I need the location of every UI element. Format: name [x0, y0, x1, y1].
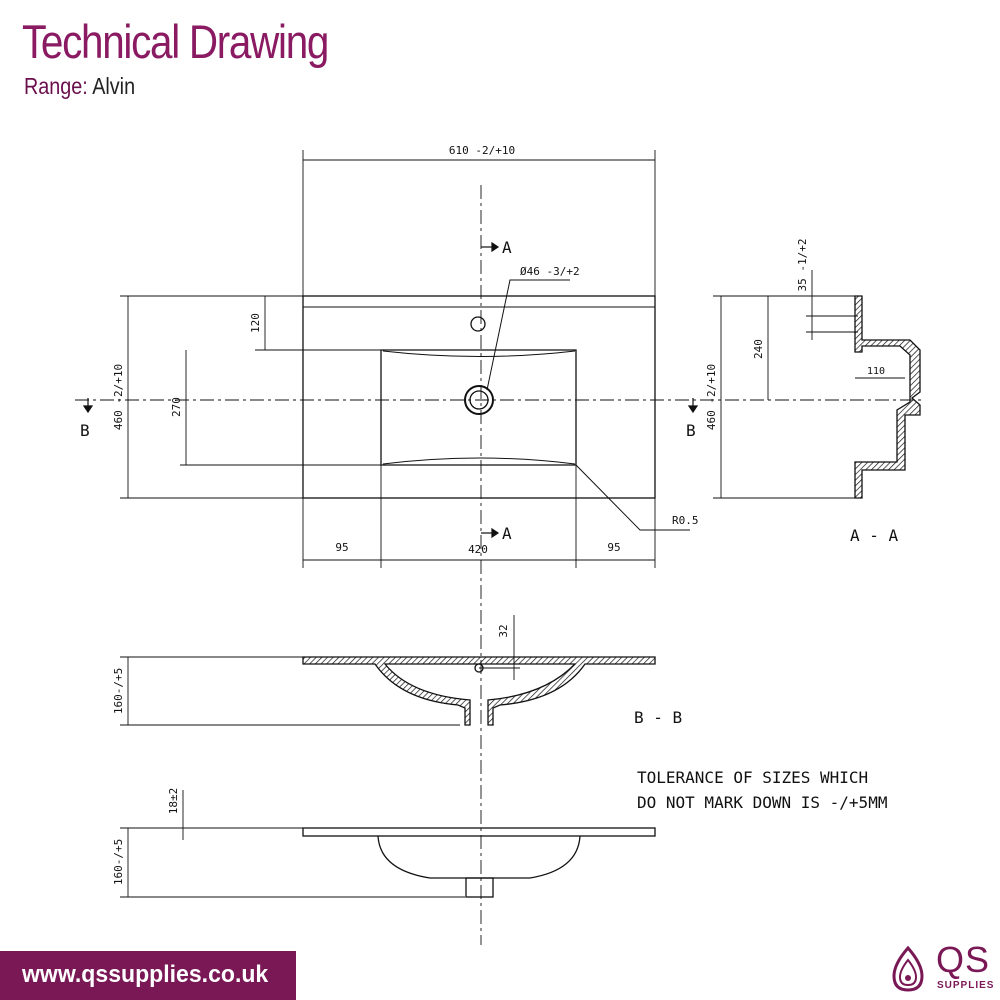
side-bowl: [377, 835, 581, 879]
range-label: Range:: [24, 73, 88, 99]
radius-leader: [575, 464, 690, 531]
dim-right-margin: 95: [607, 541, 620, 554]
dim-lip: 18±2: [167, 788, 180, 815]
dim-rim: 35 -1/+2: [796, 239, 809, 292]
bb-profile: [302, 656, 656, 726]
dim-bowl-depth: 270: [170, 397, 183, 417]
dim-height-bb: 160-/+5: [112, 668, 125, 714]
marker-b-left: B: [80, 421, 90, 440]
dim-height-side: 160-/+5: [112, 839, 125, 885]
dimension-lines: [120, 150, 656, 568]
dim-depth-section: 460 -2/+10: [705, 364, 718, 430]
tap-leader: [486, 279, 570, 391]
section-arrows: [82, 241, 699, 539]
marker-a-bottom: A: [502, 524, 512, 543]
dim-overall-width: 610 -2/+10: [449, 144, 515, 157]
side-view: [120, 790, 656, 898]
dim-rim-to-waste: 240: [752, 339, 765, 359]
footer-bar: [0, 951, 296, 1000]
center-lines: [75, 185, 925, 945]
logo-subtext: SUPPLIES: [937, 980, 995, 991]
page-title: Technical Drawing: [22, 15, 329, 68]
side-waste: [465, 877, 494, 898]
dim-left-margin: 95: [335, 541, 348, 554]
logo-name: QS: [936, 939, 991, 980]
label-aa: A - A: [850, 526, 899, 545]
dim-depth-plan: 460 -2/+10: [112, 364, 125, 430]
basin-outline: [302, 295, 656, 499]
aa-profile: [854, 295, 921, 499]
plan-view: [302, 279, 690, 531]
range-value: Alvin: [92, 73, 136, 99]
bowl-curve-bottom: [382, 457, 576, 465]
marker-a-top: A: [502, 238, 512, 257]
dim-tap-hole: Ø46 -3/+2: [520, 265, 580, 278]
section-bb-view: [120, 615, 656, 726]
dim-radius: R0.5: [672, 514, 699, 527]
website-link[interactable]: www.qssupplies.co.uk: [22, 961, 269, 988]
tolerance-note-line1: TOLERANCE OF SIZES WHICH: [637, 768, 868, 787]
tolerance-note-line2: DO NOT MARK DOWN IS -/+5MM: [637, 793, 887, 812]
bowl-curve-top: [382, 350, 576, 357]
bowl-outline: [380, 349, 577, 466]
side-slab: [302, 827, 656, 837]
marker-b-right: B: [686, 421, 696, 440]
dim-bowl-width: 420: [468, 543, 488, 556]
dim-waste-offset: 110: [867, 366, 885, 377]
range-subtitle: Range: Alvin: [24, 71, 135, 101]
section-aa-view: [713, 270, 921, 499]
tap-hole: [470, 316, 486, 332]
dim-overflow: 32: [497, 624, 510, 637]
label-bb: B - B: [634, 708, 682, 727]
qs-logo-icon: [892, 945, 924, 992]
dim-front-to-bowl: 120: [249, 313, 262, 333]
